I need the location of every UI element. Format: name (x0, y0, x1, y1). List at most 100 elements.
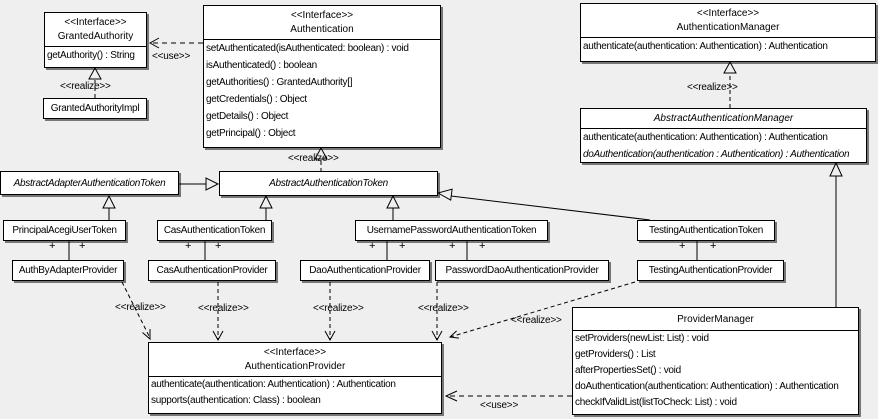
edge-label-realize: <<realize>> (687, 82, 738, 93)
class-cas-authentication-provider: CasAuthenticationProvider (148, 260, 276, 281)
realize-authbyadapterprovider-authenticationprovider (121, 281, 151, 341)
generalization-usernamepasswordauthenticationtoken-abstractauthenticationtoken (386, 194, 400, 220)
method: getDetails() : Object (206, 111, 289, 122)
class-name: GrantedAuthorityImpl (50, 103, 140, 114)
class-authentication-manager: <<Interface>> AuthenticationManager auth… (580, 3, 876, 62)
class-authentication: <<Interface>> Authentication setAuthenti… (203, 5, 441, 148)
method: getCredentials() : Object (206, 94, 307, 105)
method: authenticate(authentication: Authenticat… (583, 132, 828, 143)
generalization-casauthenticationtoken-abstractauthenticationtoken (259, 194, 273, 220)
method: afterPropertiesSet() : void (575, 365, 681, 376)
realize-abstractauthenticationtoken-authentication (314, 146, 328, 172)
class-granted-authority-impl: GrantedAuthorityImpl (43, 98, 147, 119)
realize-daoauthenticationprovider-authenticationprovider (324, 282, 336, 342)
class-name: CasAuthenticationToken (163, 225, 266, 236)
edge-label-realize: <<realize>> (511, 315, 562, 326)
edge-label-use: <<use>> (480, 400, 519, 411)
multiplicity-plus: + (185, 240, 192, 252)
class-name: UsernamePasswordAuthenticationToken (366, 225, 537, 236)
method: isAuthenticated() : boolean (206, 60, 317, 71)
multiplicity-plus: + (215, 240, 222, 252)
multiplicity-plus: + (79, 240, 86, 252)
class-title: <<Interface>> AuthenticationManager (581, 4, 875, 37)
class-dao-authentication-provider: DaoAuthenticationProvider (300, 260, 430, 281)
class-name: AbstractAdapterAuthenticationToken (13, 177, 166, 189)
edge-label-realize: <<realize>> (60, 81, 111, 92)
method: getPrincipal() : Object (206, 128, 296, 139)
class-abstract-authentication-token: AbstractAuthenticationToken (219, 171, 438, 196)
multiplicity-plus: + (449, 240, 456, 252)
class-title: AbstractAuthenticationManager (581, 109, 866, 128)
multiplicity-plus: + (710, 240, 717, 252)
use-authentication-grantedauthority (148, 37, 203, 49)
methods-compartment: getAuthority() : String (45, 46, 146, 64)
multiplicity-plus: + (399, 240, 406, 252)
method: supports(authentication: Class) : boolea… (151, 395, 321, 406)
edge-label-realize: <<realize>> (313, 303, 364, 314)
class-name: AuthenticationManager (676, 22, 780, 33)
edge-label-realize: <<realize>> (198, 303, 249, 314)
method: getAuthorities() : GrantedAuthority[] (206, 77, 353, 88)
class-name: DaoAuthenticationProvider (309, 265, 421, 276)
methods-compartment: authenticate(authentication: Authenticat… (149, 376, 441, 409)
class-name: AuthByAdapterProvider (18, 265, 118, 276)
multiplicity-plus: + (479, 240, 486, 252)
class-name: ProviderManager (677, 314, 754, 325)
method: getAuthority() : String (47, 50, 135, 61)
generalization-testingauthenticationtoken-abstractauthenticationtoken (436, 188, 651, 221)
class-name: AuthenticationProvider (244, 361, 346, 372)
realize-grantedauthorityimpl-grantedauthority (88, 66, 102, 98)
class-title: <<Interface>> GrantedAuthority (45, 13, 146, 46)
methods-compartment: setProviders(newList: List) : void getPr… (573, 330, 858, 411)
class-title: <<Interface>> AuthenticationProvider (149, 343, 441, 376)
methods-compartment: setAuthenticated(isAuthenticated: boolea… (204, 39, 440, 142)
realize-passworddaoauthenticationprovider-authenticationprovider (431, 282, 443, 342)
class-title: ProviderManager (573, 308, 858, 330)
class-testing-authentication-provider: TestingAuthenticationProvider (637, 260, 784, 281)
method: doAuthentication(authentication : Authen… (583, 149, 850, 160)
realize-casauthenticationprovider-authenticationprovider (212, 282, 224, 342)
multiplicity-plus: + (49, 240, 56, 252)
class-testing-authentication-token: TestingAuthenticationToken (637, 220, 775, 241)
method: setAuthenticated(isAuthenticated: boolea… (206, 43, 409, 54)
realize-testingauthenticationprovider-authenticationprovider (448, 281, 636, 339)
method: getProviders() : List (575, 349, 656, 360)
class-provider-manager: ProviderManager setProviders(newList: Li… (572, 307, 859, 415)
edge-label-realize: <<realize>> (288, 153, 339, 164)
generalization-abstractadapterauthenticationtoken-abstractauthenticationtoken (179, 177, 220, 191)
class-principal-acegi-user-token: PrincipalAcegiUserToken (3, 220, 126, 241)
method: setProviders(newList: List) : void (575, 333, 709, 344)
class-cas-authentication-token: CasAuthenticationToken (157, 220, 272, 241)
edge-label-realize: <<realize>> (115, 302, 166, 313)
method: authenticate(authentication: Authenticat… (583, 41, 828, 52)
use-providermanager-authenticationprovider (444, 390, 572, 402)
class-name: AbstractAuthenticationToken (269, 178, 388, 189)
method: checkIfValidList(listToCheck: List) : vo… (575, 397, 737, 408)
class-granted-authority: <<Interface>> GrantedAuthority getAuthor… (44, 12, 147, 68)
stereotype: <<Interface>> (290, 10, 354, 21)
class-auth-by-adapter-provider: AuthByAdapterProvider (12, 260, 124, 281)
class-name: TestingAuthenticationToken (649, 225, 763, 236)
method: doAuthentication(authentication: Authent… (575, 381, 839, 392)
class-abstract-authentication-manager: AbstractAuthenticationManager authentica… (580, 108, 867, 163)
class-password-dao-authentication-provider: PasswordDaoAuthenticationProvider (435, 260, 609, 281)
methods-compartment: authenticate(authentication: Authenticat… (581, 37, 875, 56)
class-name: PrincipalAcegiUserToken (12, 225, 117, 236)
class-title: <<Interface>> Authentication (204, 6, 440, 39)
class-username-password-authentication-token: UsernamePasswordAuthenticationToken (355, 220, 548, 241)
methods-compartment: authenticate(authentication: Authenticat… (581, 128, 866, 163)
class-abstract-adapter-authentication-token: AbstractAdapterAuthenticationToken (0, 171, 179, 195)
realize-abstractauthenticationmanager-authenticationmanager (723, 60, 737, 108)
generalization-providermanager-abstractauthenticationmanager (829, 161, 843, 307)
stereotype: <<Interface>> (696, 8, 760, 19)
class-name: GrantedAuthority (57, 31, 134, 42)
generalization-principalacegiusertoken-abstractadapterauthenticationtoken (102, 194, 116, 220)
class-name: CasAuthenticationProvider (156, 265, 268, 276)
edge-label-use: <<use>> (152, 51, 191, 62)
stereotype: <<Interface>> (64, 17, 127, 28)
class-name: TestingAuthenticationProvider (648, 265, 773, 276)
multiplicity-plus: + (369, 240, 376, 252)
class-name: AbstractAuthenticationManager (653, 113, 794, 124)
